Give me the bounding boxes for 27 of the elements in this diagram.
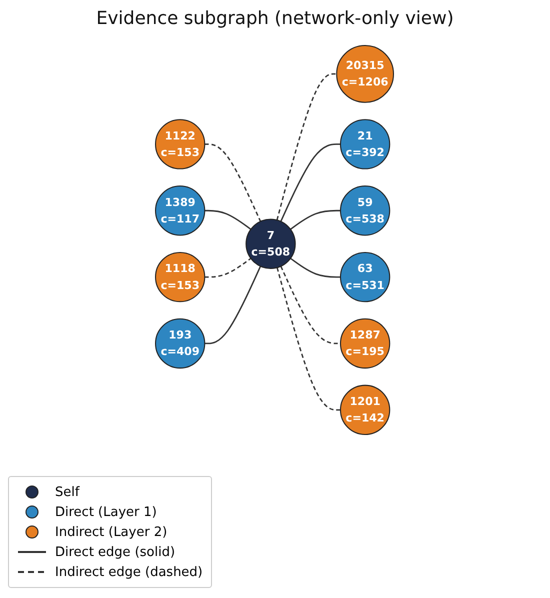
connector — [280, 266, 341, 344]
connector — [290, 210, 341, 230]
node-circle: 21 c=392 — [340, 119, 391, 170]
node-circle: 1287 c=195 — [340, 318, 391, 369]
node-circle: 59 c=538 — [340, 186, 391, 236]
legend-label: Direct (Layer 1) — [55, 504, 157, 520]
connector — [205, 144, 262, 222]
node-circle: 1122 c=153 — [155, 119, 206, 170]
legend-label: Self — [55, 484, 80, 500]
connector — [280, 144, 341, 222]
legend-label: Indirect (Layer 2) — [55, 524, 168, 540]
legend-label: Indirect edge (dashed) — [55, 564, 203, 580]
legend-label: Direct edge (solid) — [55, 544, 176, 560]
connector — [276, 267, 341, 411]
connector — [205, 258, 252, 278]
node-circle: 1389 c=117 — [155, 186, 206, 236]
node-circle: 20315 c=1206 — [336, 45, 394, 103]
connector — [205, 210, 252, 230]
node-circle: 7 c=508 — [246, 218, 296, 269]
node-circle: 63 c=531 — [340, 252, 391, 302]
node-circle: 193 c=409 — [155, 318, 206, 369]
node-circle: 1201 c=142 — [340, 384, 391, 435]
connector — [205, 266, 262, 344]
connector — [276, 73, 338, 220]
chart-title: Evidence subgraph (network-only view) — [95, 8, 455, 29]
node-circle: 1118 c=153 — [155, 252, 206, 302]
connector — [290, 258, 341, 278]
